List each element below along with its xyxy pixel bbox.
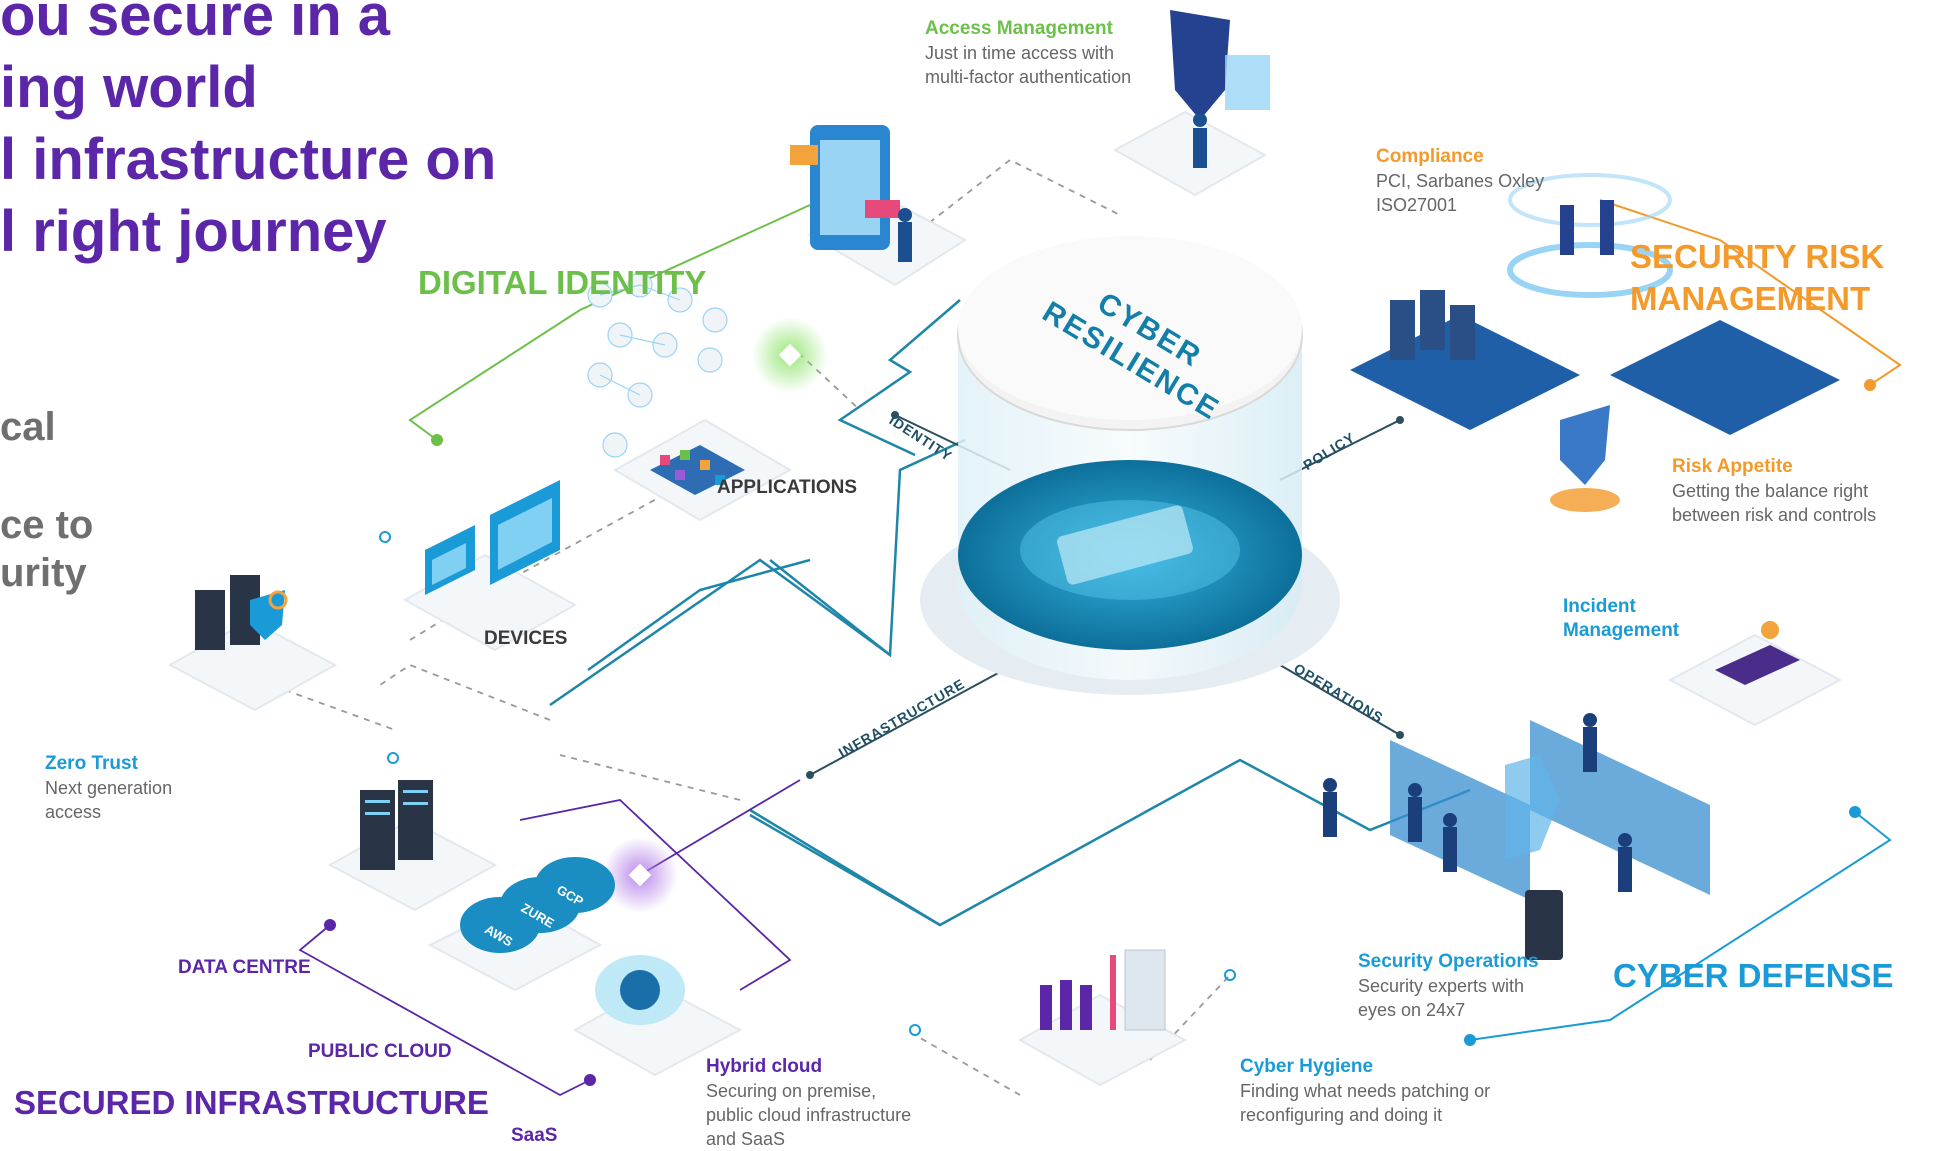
- people-network: [587, 272, 728, 458]
- hygiene-workers: [1040, 949, 1166, 1031]
- node-applications: APPLICATIONS: [717, 477, 858, 498]
- figures-access: [1170, 10, 1270, 168]
- access-management-line-1: Just in time access with: [925, 43, 1115, 63]
- incident-device: [1715, 621, 1800, 685]
- pillar-digital-identity: DIGITAL IDENTITY: [418, 264, 707, 301]
- callout-compliance: Compliance PCI, Sarbanes Oxley ISO27001: [1376, 145, 1544, 217]
- side-text-line-3: urity: [0, 551, 87, 595]
- node-devices: DEVICES: [484, 628, 568, 649]
- figures-identity: [790, 125, 912, 262]
- callout-security-operations: Security Operations Security experts wit…: [1358, 950, 1539, 1022]
- risk-appetite-line-2: between risk and controls: [1672, 505, 1877, 525]
- risk-appetite-line-1: Getting the balance right: [1672, 481, 1869, 501]
- callout-access-management: Access Management Just in time access wi…: [925, 17, 1131, 89]
- incident-management-title-line-1: Incident: [1563, 596, 1636, 617]
- pillar-security-risk-line-1: SECURITY RISK: [1630, 238, 1885, 275]
- side-text-line-1: cal: [0, 405, 56, 449]
- cyber-hygiene-title: Cyber Hygiene: [1240, 1056, 1374, 1077]
- compliance-line-2: ISO27001: [1376, 195, 1458, 215]
- cloud-cluster: [460, 857, 685, 1025]
- app-tiles: [650, 445, 745, 495]
- callout-incident-management: Incident Management: [1563, 595, 1679, 643]
- zero-trust-servers: [195, 575, 288, 650]
- device-laptops: [425, 480, 560, 595]
- callout-zero-trust: Zero Trust Next generation access: [45, 752, 172, 824]
- headline-line-3: l infrastructure on: [0, 127, 497, 192]
- risk-platforms: [1350, 290, 1840, 512]
- callout-cyber-hygiene: Cyber Hygiene Finding what needs patchin…: [1240, 1055, 1490, 1127]
- zero-trust-title: Zero Trust: [45, 753, 138, 774]
- side-text-line-2: ce to: [0, 503, 94, 547]
- risk-line: [1599, 199, 1902, 386]
- compliance-title: Compliance: [1376, 146, 1484, 167]
- callout-hybrid-cloud: Hybrid cloud Securing on premise, public…: [706, 1055, 911, 1151]
- incident-management-title-line-2: Management: [1563, 620, 1680, 641]
- hybrid-cloud-line-3: and SaaS: [706, 1129, 786, 1149]
- pillar-cyber-defense: CYBER DEFENSE: [1613, 957, 1894, 994]
- zero-trust-line-1: Next generation: [45, 778, 173, 798]
- identity-line: [408, 204, 811, 441]
- soc-screens: [1323, 713, 1710, 960]
- risk-appetite-title: Risk Appetite: [1672, 456, 1793, 477]
- headline-line-4: l right journey: [0, 199, 387, 264]
- hybrid-cloud-line-2: public cloud infrastructure: [706, 1105, 912, 1125]
- cyber-hygiene-line-2: reconfiguring and doing it: [1240, 1105, 1443, 1125]
- defense-line: [1469, 811, 1892, 1041]
- security-operations-line-1: Security experts with: [1358, 976, 1525, 996]
- headline-line-2: ing world: [0, 55, 258, 120]
- node-saas: SaaS: [511, 1125, 558, 1146]
- compliance-line-1: PCI, Sarbanes Oxley: [1376, 171, 1545, 191]
- hybrid-cloud-title: Hybrid cloud: [706, 1056, 823, 1077]
- node-public-cloud: PUBLIC CLOUD: [308, 1041, 452, 1062]
- compliance-ring: [1507, 173, 1673, 298]
- hybrid-cloud-line-1: Securing on premise,: [706, 1081, 877, 1101]
- security-operations-line-2: eyes on 24x7: [1358, 1000, 1466, 1020]
- headline-line-1: ou secure in a: [0, 0, 391, 48]
- access-management-title: Access Management: [925, 18, 1113, 39]
- data-centre-racks: [360, 780, 433, 870]
- node-data-centre: DATA CENTRE: [178, 957, 311, 978]
- cyber-hygiene-line-1: Finding what needs patching or: [1240, 1081, 1491, 1101]
- security-operations-title: Security Operations: [1358, 951, 1539, 972]
- zero-trust-line-2: access: [45, 802, 102, 822]
- cyber-resilience-cylinder: [920, 236, 1340, 695]
- callout-risk-appetite: Risk Appetite Getting the balance right …: [1672, 455, 1876, 527]
- pillar-security-risk-line-2: MANAGEMENT: [1630, 280, 1871, 317]
- pillar-secured-infrastructure: SECURED INFRASTRUCTURE: [14, 1084, 489, 1121]
- access-management-line-2: multi-factor authentication: [925, 67, 1132, 87]
